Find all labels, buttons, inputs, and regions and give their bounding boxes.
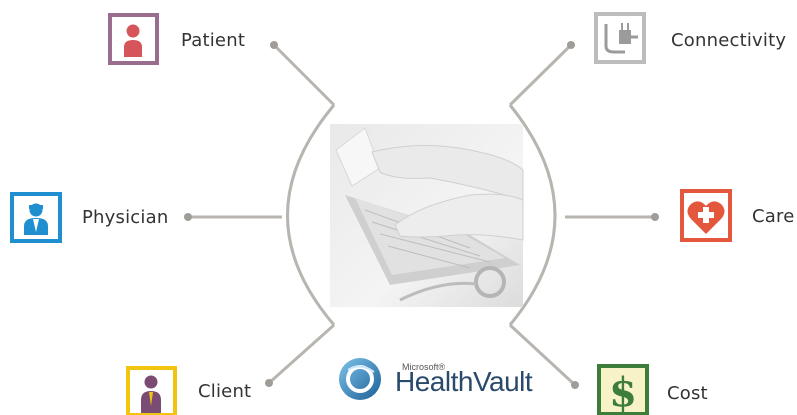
physician-icon bbox=[10, 192, 62, 243]
heart-cross-icon bbox=[680, 189, 732, 242]
client-icon bbox=[126, 366, 177, 415]
brand-microsoft-text: Microsoft® bbox=[402, 362, 446, 372]
brand-name-text: HealthVault bbox=[395, 366, 533, 397]
client-connector bbox=[268, 323, 335, 385]
plug-icon bbox=[594, 12, 646, 64]
connectivity-label: Connectivity bbox=[671, 30, 787, 51]
physician-label: Physician bbox=[82, 207, 169, 228]
client-dot bbox=[265, 379, 273, 387]
client-label: Client bbox=[198, 381, 252, 402]
patient-dot bbox=[270, 41, 278, 49]
connector-lines bbox=[188, 43, 655, 387]
patient-connector bbox=[272, 43, 336, 107]
patient-icon bbox=[108, 13, 159, 65]
cost-dot bbox=[571, 381, 579, 389]
healthvault-brand: Microsoft® HealthVault bbox=[336, 356, 533, 406]
left-arc bbox=[286, 104, 336, 326]
right-arc bbox=[508, 104, 557, 326]
svg-text:$: $ bbox=[609, 369, 637, 415]
center-photo bbox=[330, 124, 524, 307]
patient-label: Patient bbox=[181, 30, 246, 51]
connector-dots bbox=[184, 41, 659, 389]
care-label: Care bbox=[752, 206, 795, 227]
connectivity-connector bbox=[508, 43, 573, 107]
cost-connector bbox=[508, 323, 577, 387]
healthvault-logo-icon bbox=[339, 358, 381, 400]
physician-dot bbox=[184, 213, 192, 221]
dollar-icon: $ bbox=[597, 364, 649, 415]
cost-label: Cost bbox=[667, 383, 708, 404]
care-dot bbox=[651, 213, 659, 221]
connectivity-dot bbox=[567, 41, 575, 49]
